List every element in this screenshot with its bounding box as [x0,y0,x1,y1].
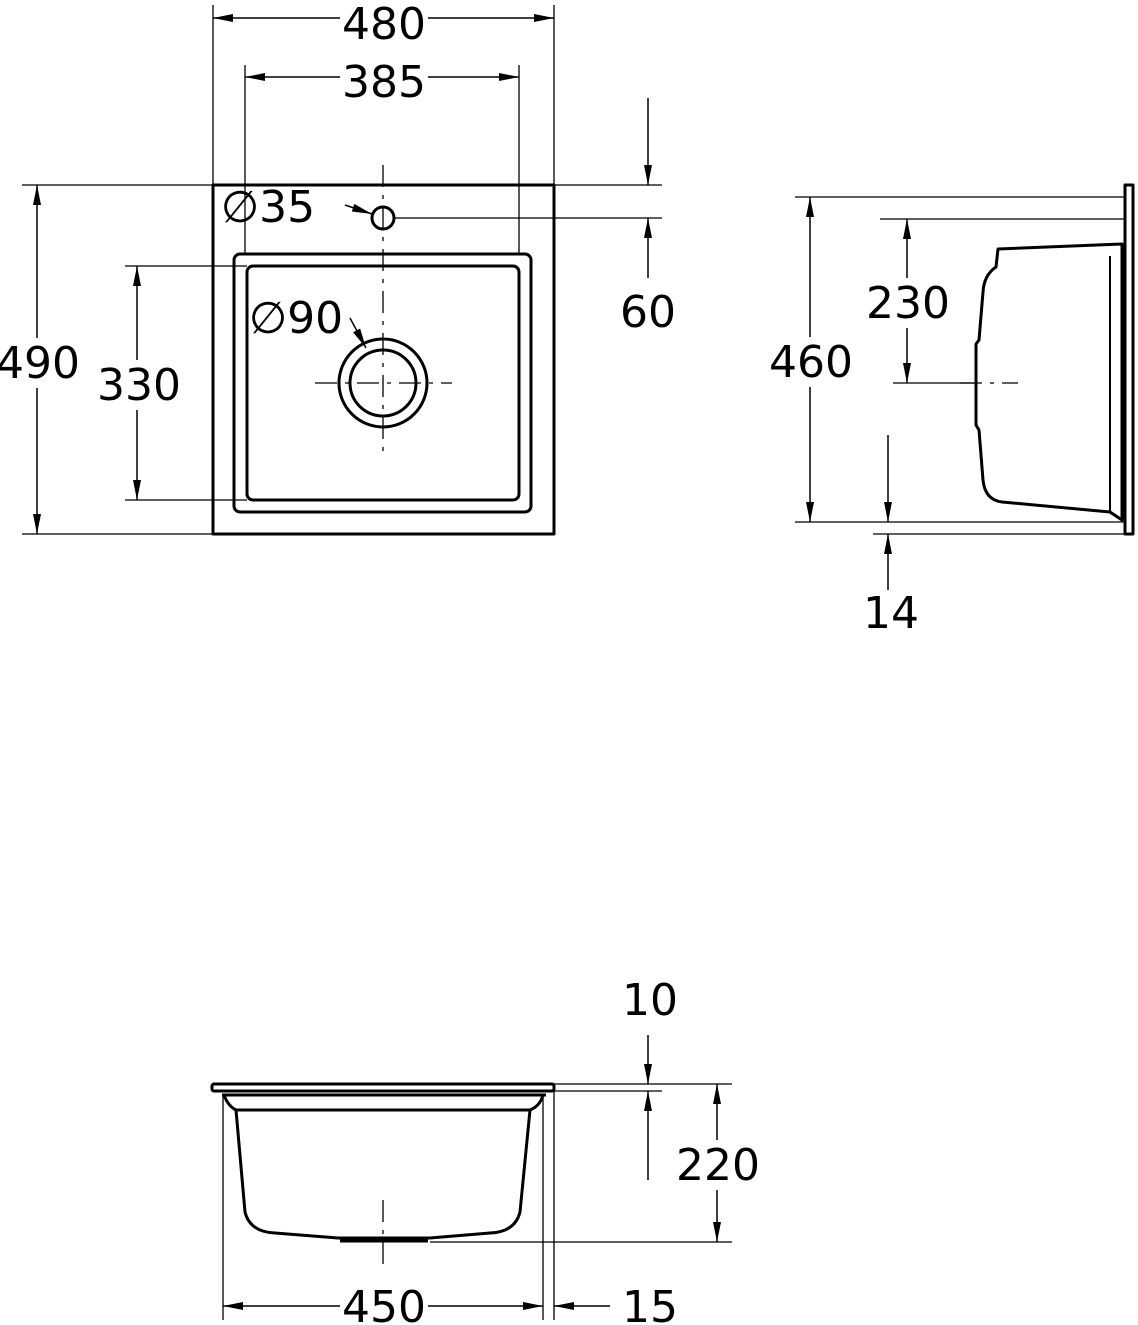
top-view: 480 385 490 330 60 ∅35 ∅90 [0,0,676,536]
dim-450: 450 [342,1282,426,1325]
top-plate [210,1082,556,1093]
dim-490: 490 [0,338,80,389]
dim-220: 220 [676,1140,760,1191]
bowl-front-profile [222,1094,545,1240]
dim-10: 10 [622,975,678,1026]
dim-60: 60 [620,287,676,338]
dim-15: 15 [622,1282,678,1325]
dim-14: 14 [863,588,919,639]
dim-385: 385 [342,57,426,108]
bowl-profile [974,242,1124,522]
side-view: 460 230 14 [769,183,1135,639]
dim-drain-diameter: ∅90 [249,293,343,344]
dim-tap-hole-diameter: ∅35 [221,182,315,233]
front-view: 10 220 450 15 [210,975,760,1325]
dim-330: 330 [97,360,181,411]
dim-230: 230 [866,278,950,329]
flange [1123,183,1135,536]
dim-480: 480 [342,0,426,50]
dim-460: 460 [769,337,853,388]
